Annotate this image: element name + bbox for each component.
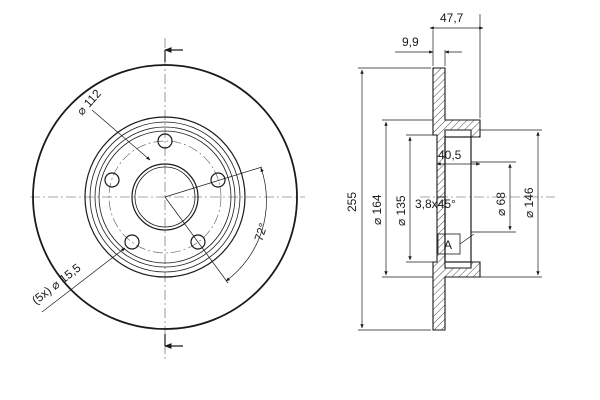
- bolt-hole: [190, 234, 206, 250]
- hat-diameter-label: ⌀ 146: [522, 187, 536, 218]
- bolt-hole: [210, 172, 226, 188]
- bolt-circle-label: ⌀ 112: [74, 86, 104, 118]
- disc-thickness-label: 9,9: [402, 35, 419, 49]
- hat-outer-label: ⌀ 135: [394, 195, 408, 226]
- section-view: 47,7 9,9 40,5 3,8x45° 255 ⌀ 164 ⌀ 135 ⌀ …: [345, 11, 555, 331]
- bolt-hole: [104, 172, 120, 188]
- disc-outer-circle: [32, 64, 298, 330]
- chamfer-label: 3,8x45°: [415, 197, 456, 211]
- hat-depth-label: 40,5: [438, 148, 462, 162]
- section-arrow-top: [164, 47, 183, 62]
- angle-arc: [225, 167, 267, 282]
- bolt-circle-leader: [91, 109, 151, 161]
- bolt-holes-label: (5x) ⌀ 15,5: [29, 260, 84, 307]
- detail-marker-label: A: [444, 238, 452, 252]
- angle-label: 72°: [252, 221, 271, 243]
- overall-width-label: 47,7: [440, 11, 464, 25]
- bolt-holes: [104, 133, 226, 250]
- section-arrow-bottom: [164, 334, 183, 349]
- bolt-hole: [157, 133, 173, 149]
- front-view: ⌀ 112 (5x) ⌀ 15,5 72°: [29, 38, 305, 360]
- bolt-holes-leader: [41, 247, 126, 313]
- bolt-hole: [124, 234, 140, 250]
- hub-bore-circle: [131, 163, 199, 231]
- detail-marker-leader: [459, 233, 475, 245]
- hub-flange-face: [444, 136, 472, 263]
- hub-bore-chamfer-circle: [134, 166, 196, 228]
- bolt-pitch-circle: [108, 140, 222, 254]
- disc-section-upper: [432, 67, 481, 198]
- angle-ray-2: [164, 196, 229, 284]
- hub-bore-label: ⌀ 68: [494, 192, 508, 216]
- friction-inner-label: ⌀ 164: [370, 194, 384, 225]
- angle-ray-1: [164, 166, 263, 198]
- disc-section-lower: [432, 196, 481, 331]
- outer-diameter-label: 255: [345, 192, 359, 212]
